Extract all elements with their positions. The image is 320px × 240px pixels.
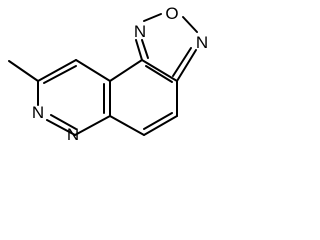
bond-methyl — [8, 60, 39, 82]
bond-benzene-4 — [143, 115, 178, 136]
bond-pyridazine-1 — [37, 59, 77, 82]
atom-n-pyridazine-lower: N — [67, 125, 79, 141]
bond-benzene-2-inner — [145, 65, 173, 83]
bond-pyridazine-1-inner — [43, 65, 77, 84]
atom-labels: N O N N N — [32, 4, 208, 141]
bond-pyridazine-4 — [46, 119, 76, 136]
bond-furazan-4-inner — [172, 47, 192, 77]
atom-o-furazan: O — [165, 4, 178, 23]
bond-pyridazine-5 — [74, 115, 111, 136]
bond-pyridazine-2 — [75, 59, 111, 82]
bond-furazan-2 — [143, 13, 162, 22]
bond-furazan-3 — [182, 16, 198, 33]
bond-furazan-4 — [176, 49, 197, 82]
bond-benzene-5 — [109, 115, 145, 136]
atom-n-furazan-right: N — [196, 33, 208, 52]
atom-n-pyridazine-upper: N — [32, 103, 44, 122]
atom-n-furazan-left: N — [134, 22, 146, 41]
bond-pyridazine-4-inner — [50, 114, 77, 130]
bond-benzene-4-inner — [143, 112, 173, 130]
chemical-structure: N O N N N — [8, 4, 208, 141]
bond-benzene-1 — [109, 59, 143, 82]
bond-furazan-1 — [135, 39, 143, 61]
bond-furazan-1-inner — [141, 39, 149, 59]
bonds — [8, 13, 198, 136]
bond-benzene-2 — [141, 59, 178, 82]
